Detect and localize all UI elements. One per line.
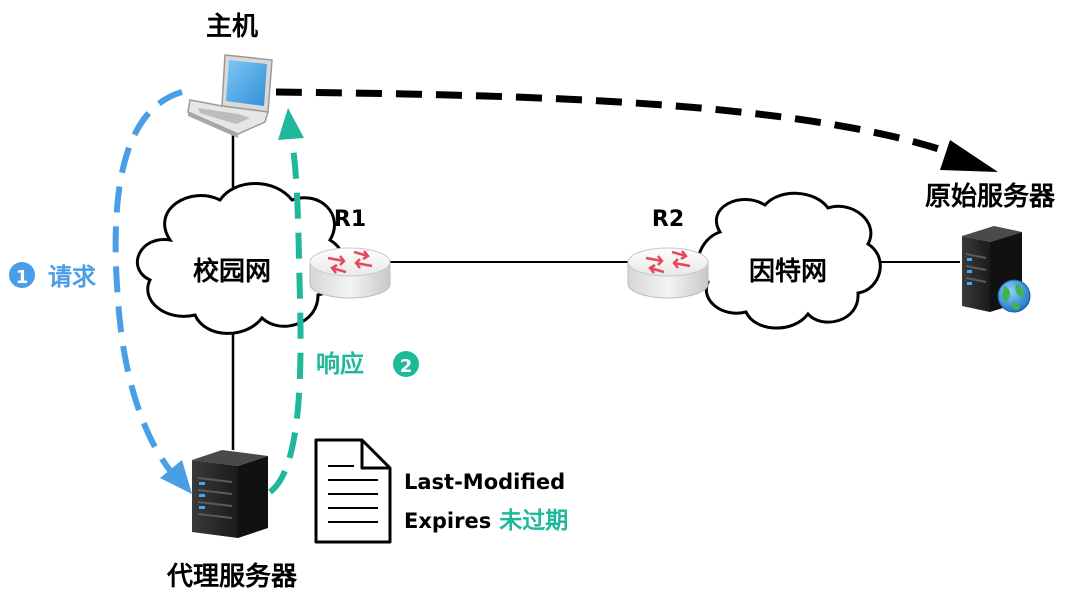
globe-icon xyxy=(997,279,1031,313)
direct-arrow xyxy=(275,88,998,172)
expires-line: Expires 未过期 xyxy=(404,508,568,534)
r2-label: R2 xyxy=(652,207,684,232)
origin-server: 原始服务器 xyxy=(925,182,1056,313)
router-r1: R1 xyxy=(309,207,391,299)
request-arrow xyxy=(112,89,192,494)
campus-net-label: 校园网 xyxy=(193,256,271,287)
not-expired-label: 未过期 xyxy=(499,508,568,534)
request-label: 请求 xyxy=(48,263,96,291)
step-1-number: 1 xyxy=(16,267,29,288)
router-r2: R2 xyxy=(627,207,709,299)
proxy-server: 代理服务器 xyxy=(166,450,298,592)
step-2-badge xyxy=(393,351,419,377)
campus-cloud: 校园网 xyxy=(136,182,346,335)
host: 主机 xyxy=(187,12,273,138)
document-icon xyxy=(314,438,392,544)
r1-label: R1 xyxy=(334,207,366,232)
internet-cloud: 因特网 xyxy=(696,191,882,330)
request-label-group: 1 请求 xyxy=(9,262,96,291)
proxy-server-label: 代理服务器 xyxy=(166,562,298,592)
last-modified-label: Last-Modified xyxy=(404,470,565,494)
router-icon xyxy=(627,247,709,299)
document: Last-Modified Expires 未过期 xyxy=(314,438,568,544)
host-label: 主机 xyxy=(206,12,258,42)
expires-label: Expires xyxy=(404,509,491,533)
laptop-icon xyxy=(187,54,273,138)
server-icon xyxy=(192,450,268,538)
response-label: 响应 xyxy=(316,350,364,378)
origin-server-label: 原始服务器 xyxy=(925,182,1056,212)
response-arrow xyxy=(268,108,304,495)
step-1-badge xyxy=(9,262,35,288)
internet-label: 因特网 xyxy=(749,256,827,287)
router-icon xyxy=(309,247,391,299)
step-2-number: 2 xyxy=(400,356,413,377)
response-label-group: 响应 2 xyxy=(316,350,419,378)
